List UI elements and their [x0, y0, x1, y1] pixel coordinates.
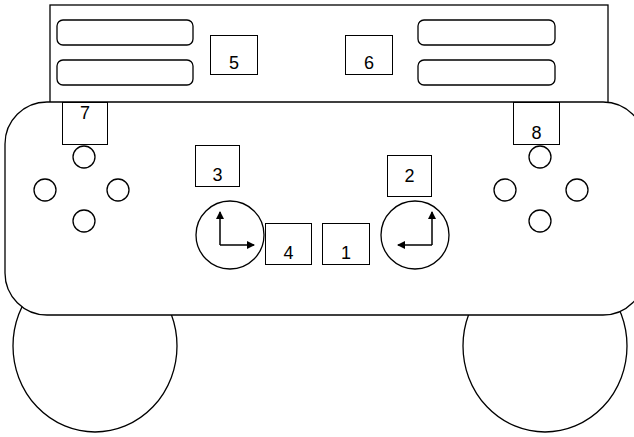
face-button	[107, 179, 129, 201]
callout-number: 1	[341, 243, 351, 263]
face-button	[494, 179, 516, 201]
callout-box: 6	[345, 35, 393, 75]
face-button	[34, 179, 56, 201]
face-button	[529, 146, 551, 168]
shoulder-button	[57, 20, 193, 45]
callout-box: 4	[265, 223, 312, 265]
controller-body	[5, 102, 634, 315]
callout-number: 6	[364, 53, 374, 73]
face-button	[566, 179, 588, 201]
face-button	[529, 210, 551, 232]
left-joystick	[196, 201, 264, 269]
right-joystick	[381, 201, 449, 269]
callout-number: 8	[531, 123, 541, 143]
shoulder-button	[57, 60, 193, 85]
callout-box: 1	[322, 223, 370, 265]
callout-box: 7	[62, 102, 108, 145]
joystick-arrow	[398, 244, 432, 246]
callout-box: 8	[513, 102, 560, 145]
face-button	[73, 210, 95, 232]
shoulder-button	[418, 60, 555, 85]
joystick-arrow	[431, 212, 433, 245]
joystick-arrow	[220, 244, 254, 246]
face-button	[73, 146, 95, 168]
callout-number: 3	[212, 165, 222, 185]
shoulder-button	[418, 20, 555, 45]
callout-box: 5	[210, 35, 258, 75]
callout-box: 2	[387, 155, 432, 197]
callout-number: 2	[404, 166, 414, 186]
callout-number: 5	[229, 53, 239, 73]
joystick-arrow	[219, 212, 221, 245]
top-panel	[50, 5, 608, 103]
callout-number: 4	[283, 243, 293, 263]
callout-box: 3	[195, 145, 240, 187]
callout-number: 7	[80, 103, 90, 123]
